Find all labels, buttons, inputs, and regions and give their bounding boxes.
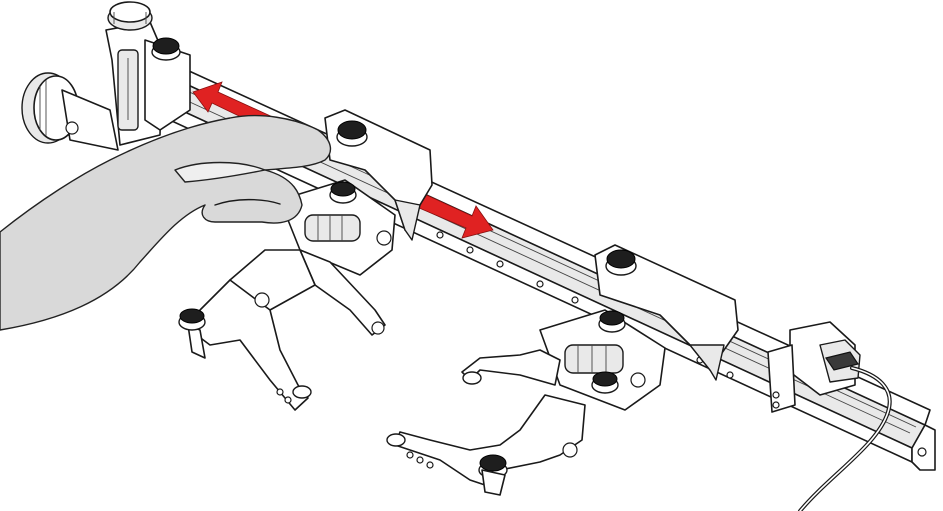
hand bbox=[0, 114, 332, 331]
right-end-bracket bbox=[767, 321, 861, 413]
cable bbox=[798, 366, 892, 511]
right-rail-clamp bbox=[594, 244, 739, 381]
left-end-clamp bbox=[21, 1, 191, 151]
left-carriage bbox=[178, 179, 396, 411]
right-carriage bbox=[386, 309, 666, 496]
center-rail-clamp bbox=[324, 109, 433, 241]
